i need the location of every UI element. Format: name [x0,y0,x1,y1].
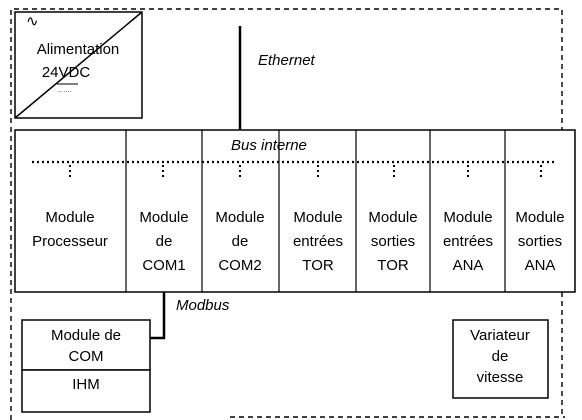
module-entrees-ana-line1: Module [443,209,492,226]
modbus-label: Modbus [176,297,230,314]
module-entrees-tor: Module entrées TOR [293,209,343,274]
enclosure-dashed-border [10,8,563,420]
dc-symbol-dots-icon: ……. [57,88,72,94]
module-entrees-tor-line2: entrées [293,233,343,250]
power-supply-label-line2: 24VDC [42,64,91,81]
ihm-label: IHM [72,376,100,393]
module-processeur-line2: Processeur [32,233,108,250]
module-entrees-tor-line3: TOR [302,257,334,274]
module-com2-line3: COM2 [218,257,261,274]
com-module-label-line1: Module de [51,327,121,344]
power-supply-label-line1: Alimentation [37,41,120,58]
module-com1-line2: de [156,233,173,250]
module-com1-line3: COM1 [142,257,185,274]
module-processeur-line1: Module [45,209,94,226]
ihm-box: IHM [21,369,151,413]
module-com1: Module de COM1 [139,209,188,274]
module-entrees-ana-line3: ANA [453,257,484,274]
module-sorties-tor-line1: Module [368,209,417,226]
module-sorties-ana-line3: ANA [525,257,556,274]
module-sorties-tor-line2: sorties [371,233,415,250]
module-com2-line2: de [232,233,249,250]
module-entrees-ana-line2: entrées [443,233,493,250]
module-sorties-ana: Module sorties ANA [515,209,564,274]
module-sorties-tor-line3: TOR [377,257,409,274]
module-processeur: Module Processeur [32,209,108,250]
ac-symbol-icon: ∿ [26,13,39,30]
module-com2: Module de COM2 [215,209,264,274]
com-module-box: Module de COM [21,319,151,371]
module-sorties-ana-line1: Module [515,209,564,226]
power-supply-diagonal [14,11,143,119]
module-entrees-ana: Module entrées ANA [443,209,493,274]
power-supply-box: ∿ Alimentation 24VDC ……. [14,11,143,119]
module-com2-line1: Module [215,209,264,226]
module-com1-line1: Module [139,209,188,226]
com-module-label-line2: COM [69,348,104,365]
module-sorties-tor: Module sorties TOR [368,209,417,274]
module-sorties-ana-line2: sorties [518,233,562,250]
variateur-label-line2: de [492,348,509,365]
variateur-label-line1: Variateur [470,327,530,344]
variateur-box: Variateur de vitesse [452,319,549,399]
module-entrees-tor-line1: Module [293,209,342,226]
bus-interne-label: Bus interne [231,137,307,154]
ethernet-label: Ethernet [258,52,316,69]
module-rack [14,129,576,293]
modbus-link-line [150,292,166,340]
variateur-label-line3: vitesse [477,369,524,386]
